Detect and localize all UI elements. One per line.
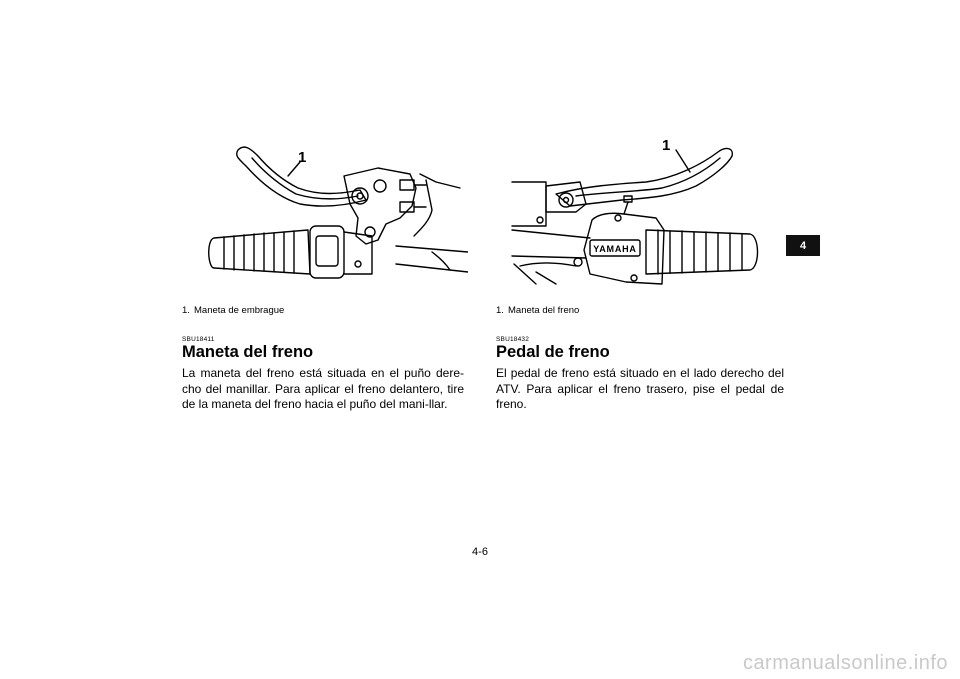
brake-lever-illustration: YAMAHA 1 bbox=[506, 134, 766, 294]
figure-caption-left: 1. Maneta de embrague bbox=[182, 305, 284, 317]
figure-callout-number: 1 bbox=[662, 137, 670, 154]
section-body: El pedal de freno está situado en el lad… bbox=[496, 366, 784, 411]
figure-callout-number: 1 bbox=[298, 149, 306, 166]
caption-text: Maneta de embrague bbox=[194, 305, 285, 316]
section-title: Maneta del freno bbox=[182, 343, 314, 361]
section-code: SBU18411 bbox=[182, 336, 215, 343]
section-code: SBU18432 bbox=[496, 336, 530, 343]
clutch-lever-illustration: 1 bbox=[200, 140, 468, 290]
caption-number: 1. bbox=[182, 305, 190, 316]
brand-plate-text: YAMAHA bbox=[593, 244, 636, 254]
caption-text: Maneta del freno bbox=[508, 305, 580, 316]
section-title: Pedal de freno bbox=[496, 343, 610, 361]
caption-number: 1. bbox=[496, 305, 504, 316]
page-number: 4-6 bbox=[472, 546, 488, 558]
watermark: carmanualsonline.info bbox=[742, 652, 948, 674]
chapter-tab: 4 bbox=[786, 235, 820, 256]
section-body: La maneta del freno está situada en el p… bbox=[182, 366, 464, 411]
figure-caption-right: 1. Maneta del freno bbox=[496, 305, 579, 317]
